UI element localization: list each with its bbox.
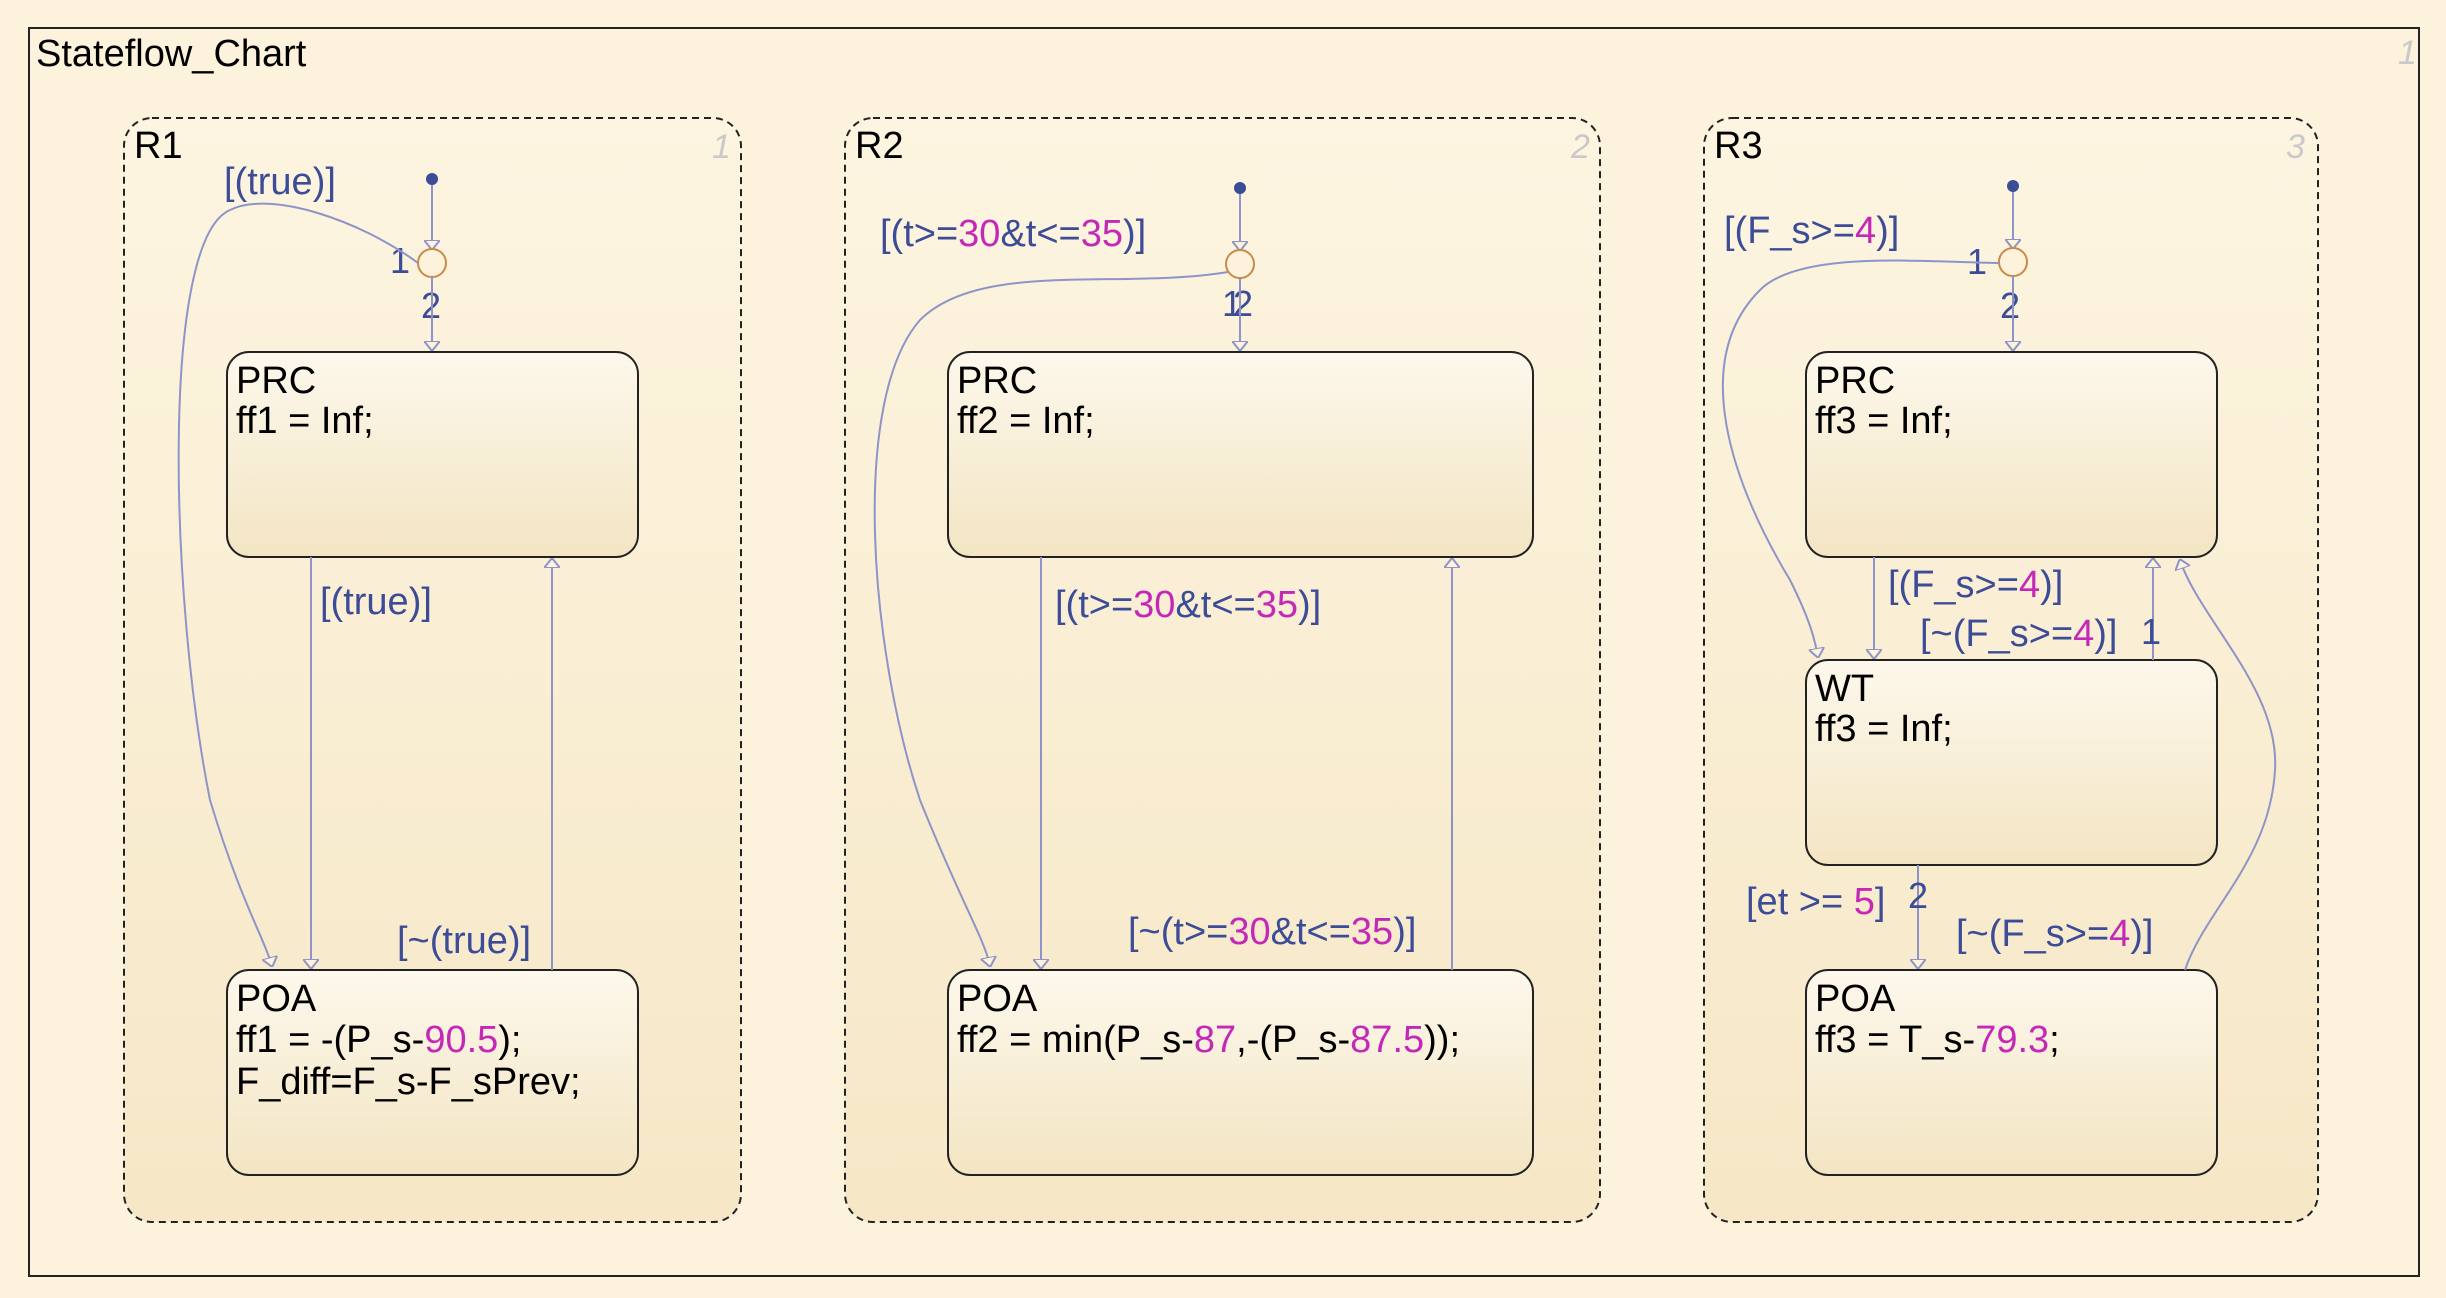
state-r1-prc-name: PRC bbox=[236, 360, 316, 402]
default-transition-dot bbox=[1234, 182, 1246, 194]
region-r1-number: 1 bbox=[712, 128, 731, 166]
chart-title: Stateflow_Chart bbox=[36, 33, 307, 75]
r3-wt-to-prc-prio: 1 bbox=[2141, 611, 2161, 652]
state-r3-prc[interactable]: PRC ff3 = Inf; bbox=[1805, 351, 2218, 558]
region-r2-name: R2 bbox=[855, 125, 904, 167]
state-r3-prc-action: ff3 = Inf; bbox=[1815, 400, 1953, 442]
junction-r1-to-poa-edge[interactable] bbox=[177, 202, 419, 966]
default-transition-dot bbox=[2007, 180, 2019, 192]
junction-r2-to-poa-edge[interactable] bbox=[873, 271, 1229, 966]
state-r3-prc-name: PRC bbox=[1815, 360, 1895, 402]
state-r2-poa-name: POA bbox=[957, 978, 1038, 1020]
state-r1-poa[interactable]: POA ff1 = -(P_s-90.5); F_diff=F_s-F_sPre… bbox=[226, 969, 639, 1176]
r3-prc-to-wt-condition[interactable]: [(F_s>=4)] bbox=[1888, 564, 2063, 606]
state-r1-prc[interactable]: PRC ff1 = Inf; bbox=[226, 351, 639, 558]
region-r3-name: R3 bbox=[1714, 125, 1763, 167]
region-r2[interactable]: R2 2 1 2 [(t>=30&t<=35)] PRC ff2 = Inf; … bbox=[844, 117, 1601, 1223]
state-r3-poa[interactable]: POA ff3 = T_s-79.3; bbox=[1805, 969, 2218, 1176]
r3-wt-to-poa-prio: 2 bbox=[1908, 875, 1928, 916]
junction-r2-prio-left: 1 bbox=[1222, 283, 1242, 324]
junction-r1[interactable] bbox=[417, 248, 447, 278]
state-r3-wt-box bbox=[1805, 659, 2218, 866]
state-r3-wt-name: WT bbox=[1815, 668, 1874, 710]
region-r3[interactable]: R3 3 1 2 [(F_s>=4)] PRC ff3 = Inf; WT ff… bbox=[1703, 117, 2319, 1223]
state-r2-prc-name: PRC bbox=[957, 360, 1037, 402]
state-r2-poa[interactable]: POA ff2 = min(P_s-87,-(P_s-87.5)); bbox=[947, 969, 1534, 1176]
r2-default-condition[interactable]: [(t>=30&t<=35)] bbox=[880, 213, 1146, 255]
junction-r3[interactable] bbox=[1998, 247, 2028, 277]
state-r1-poa-name: POA bbox=[236, 978, 317, 1020]
region-r1[interactable]: R1 1 1 2 [(true)] PRC ff1 = Inf; POA ff1… bbox=[123, 117, 742, 1223]
state-r1-prc-box bbox=[226, 351, 639, 558]
state-r2-poa-box bbox=[947, 969, 1534, 1176]
state-r1-poa-box bbox=[226, 969, 639, 1176]
junction-r3-to-wt-edge[interactable] bbox=[1721, 259, 2000, 657]
chart-number: 1 bbox=[2398, 34, 2417, 72]
region-r1-name: R1 bbox=[134, 125, 183, 167]
junction-r1-prio-left: 1 bbox=[390, 240, 410, 281]
region-r3-number: 3 bbox=[2286, 128, 2305, 166]
junction-r3-prio-down: 2 bbox=[2000, 285, 2020, 326]
r3-wt-to-poa-condition[interactable]: [et >= 5] bbox=[1746, 881, 1885, 923]
r3-default-condition[interactable]: [(F_s>=4)] bbox=[1724, 210, 1899, 252]
r1-prc-to-poa-condition[interactable]: [(true)] bbox=[320, 581, 432, 623]
state-r2-prc-box bbox=[947, 351, 1534, 558]
r2-prc-to-poa-condition[interactable]: [(t>=30&t<=35)] bbox=[1055, 584, 1321, 626]
r3-poa-to-prc-condition[interactable]: [~(F_s>=4)] bbox=[1956, 913, 2154, 955]
r1-default-condition[interactable]: [(true)] bbox=[224, 161, 336, 203]
state-r1-poa-action: ff1 = -(P_s-90.5); bbox=[236, 1019, 522, 1061]
state-r3-wt[interactable]: WT ff3 = Inf; bbox=[1805, 659, 2218, 866]
r1-poa-to-prc-condition[interactable]: [~(true)] bbox=[397, 920, 531, 962]
region-r2-number: 2 bbox=[1570, 128, 1590, 166]
state-r3-prc-box bbox=[1805, 351, 2218, 558]
state-r1-prc-action: ff1 = Inf; bbox=[236, 400, 374, 442]
junction-r2[interactable] bbox=[1225, 249, 1255, 279]
state-r3-wt-action: ff3 = Inf; bbox=[1815, 708, 1953, 750]
state-r3-poa-box bbox=[1805, 969, 2218, 1176]
state-r3-poa-action: ff3 = T_s-79.3; bbox=[1815, 1019, 2060, 1061]
state-r1-poa-action-2: F_diff=F_s-F_sPrev; bbox=[236, 1061, 581, 1103]
r3-wt-to-prc-condition[interactable]: [~(F_s>=4)] bbox=[1920, 613, 2118, 655]
r3-poa-to-prc-edge[interactable] bbox=[2180, 560, 2277, 971]
junction-r3-prio-left: 1 bbox=[1967, 241, 1987, 282]
junction-r2-prio-down: 2 bbox=[1233, 283, 1253, 324]
default-transition-dot bbox=[426, 173, 438, 185]
r2-poa-to-prc-condition[interactable]: [~(t>=30&t<=35)] bbox=[1128, 911, 1416, 953]
state-r3-poa-name: POA bbox=[1815, 978, 1896, 1020]
state-r2-prc-action: ff2 = Inf; bbox=[957, 400, 1095, 442]
state-r2-poa-action: ff2 = min(P_s-87,-(P_s-87.5)); bbox=[957, 1019, 1460, 1061]
state-r2-prc[interactable]: PRC ff2 = Inf; bbox=[947, 351, 1534, 558]
